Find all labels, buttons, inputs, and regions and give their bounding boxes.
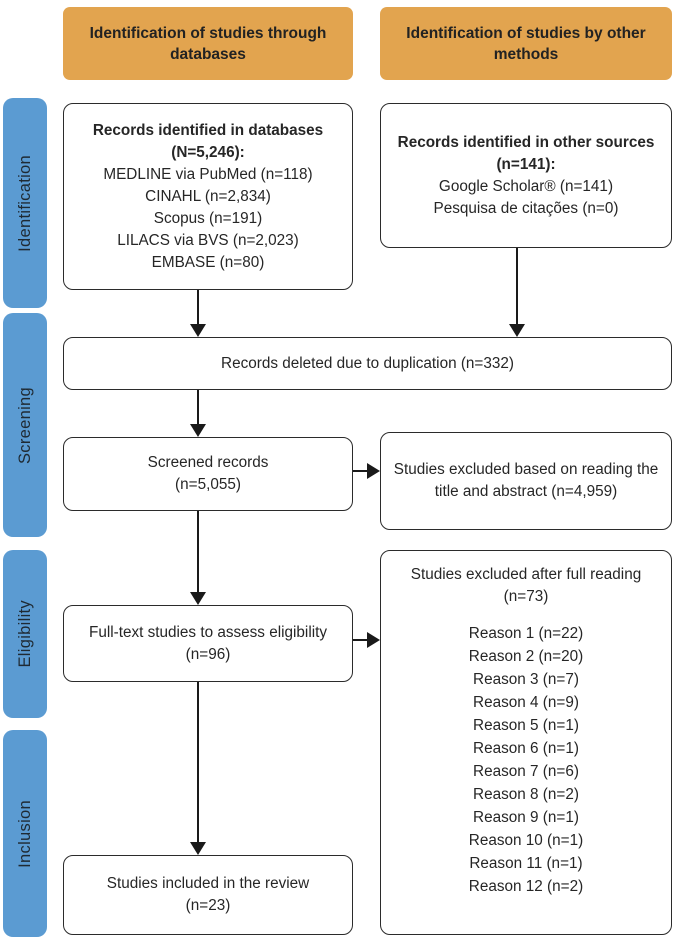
arrow-line xyxy=(197,290,199,325)
box-excluded-title-abstract: Studies excluded based on reading the ti… xyxy=(380,432,672,530)
list-line: Reason 12 (n=2) xyxy=(468,878,584,895)
sidebar-stage-inclusion: Inclusion xyxy=(3,730,47,937)
arrow-line xyxy=(516,248,518,325)
records-other-sources-list: Google Scholar® (n=141) Pesquisa de citaç… xyxy=(434,176,619,220)
stage-screening-label: Screening xyxy=(15,386,34,464)
list-line: Google Scholar® (n=141) xyxy=(438,177,614,195)
list-line: Reason 8 (n=2) xyxy=(473,786,579,803)
sidebar-stage-eligibility: Eligibility xyxy=(3,550,47,718)
arrow-down-icon xyxy=(190,324,206,337)
excluded-full-reading-title: Studies excluded after full reading xyxy=(410,566,642,583)
arrow-right-icon xyxy=(367,632,380,648)
box-excluded-full-reading: Studies excluded after full reading (n=7… xyxy=(380,550,672,935)
list-line: Reason 2 (n=20) xyxy=(468,648,584,665)
list-line: EMBASE (n=80) xyxy=(151,253,265,271)
arrow-down-icon xyxy=(509,324,525,337)
list-line: Pesquisa de citações (n=0) xyxy=(433,199,619,217)
header-other-methods-label: Identification of studies by other metho… xyxy=(406,24,646,63)
stage-inclusion-label: Inclusion xyxy=(15,799,34,868)
header-databases-label: Identification of studies through databa… xyxy=(89,24,327,63)
list-line: Reason 4 (n=9) xyxy=(473,694,579,711)
arrow-down-icon xyxy=(190,424,206,437)
screened-records-line2: (n=5,055) xyxy=(175,476,241,493)
stage-identification-label: Identification xyxy=(15,154,34,252)
sidebar-stage-identification: Identification xyxy=(3,98,47,308)
box-studies-included: Studies included in the review (n=23) xyxy=(63,855,353,935)
arrow-line xyxy=(353,470,369,472)
records-databases-title: Records identified in databases (N=5,246… xyxy=(92,121,324,161)
list-line: Scopus (n=191) xyxy=(153,209,263,227)
excluded-title-abstract-text: Studies excluded based on reading the ti… xyxy=(393,461,659,500)
arrow-down-icon xyxy=(190,842,206,855)
stage-eligibility-label: Eligibility xyxy=(15,600,34,668)
box-screened-records: Screened records (n=5,055) xyxy=(63,437,353,511)
list-line: Reason 5 (n=1) xyxy=(473,717,579,734)
box-records-databases: Records identified in databases (N=5,246… xyxy=(63,103,353,290)
box-fulltext-eligibility: Full-text studies to assess eligibility … xyxy=(63,605,353,682)
records-other-sources-title: Records identified in other sources (n=1… xyxy=(397,133,655,173)
header-identification-databases: Identification of studies through databa… xyxy=(63,7,353,80)
list-line: Reason 6 (n=1) xyxy=(473,740,579,757)
arrow-right-icon xyxy=(367,463,380,479)
header-identification-other-methods: Identification of studies by other metho… xyxy=(380,7,672,80)
arrow-line xyxy=(197,682,199,843)
list-line: Reason 1 (n=22) xyxy=(468,625,584,642)
studies-included-line1: Studies included in the review xyxy=(106,875,310,892)
records-databases-list: MEDLINE via PubMed (n=118) CINAHL (n=2,83… xyxy=(103,164,312,274)
fulltext-eligibility-line2: (n=96) xyxy=(185,645,231,663)
box-duplicates-removed: Records deleted due to duplication (n=33… xyxy=(63,337,672,390)
arrow-line xyxy=(197,511,199,593)
list-line: Reason 7 (n=6) xyxy=(473,763,579,780)
arrow-line xyxy=(197,390,199,425)
arrow-line xyxy=(353,639,369,641)
list-line: MEDLINE via PubMed (n=118) xyxy=(103,165,313,183)
excluded-full-reading-subtitle: (n=73) xyxy=(503,588,549,605)
excluded-full-reading-reasons: Reason 1 (n=22) Reason 2 (n=20) Reason 3 (… xyxy=(469,622,583,898)
list-line: Reason 10 (n=1) xyxy=(468,832,584,849)
fulltext-eligibility-line1: Full-text studies to assess eligibility xyxy=(88,623,328,641)
sidebar-stage-screening: Screening xyxy=(3,313,47,537)
studies-included-line2: (n=23) xyxy=(185,897,231,914)
screened-records-line1: Screened records xyxy=(147,454,269,471)
list-line: CINAHL (n=2,834) xyxy=(145,187,271,205)
arrow-down-icon xyxy=(190,592,206,605)
list-line: Reason 11 (n=1) xyxy=(469,855,583,872)
duplicates-removed-text: Records deleted due to duplication (n=33… xyxy=(221,354,514,372)
list-line: Reason 3 (n=7) xyxy=(473,671,579,688)
list-line: Reason 9 (n=1) xyxy=(473,809,579,826)
box-records-other-sources: Records identified in other sources (n=1… xyxy=(380,103,672,248)
list-line: LILACS via BVS (n=2,023) xyxy=(117,231,299,249)
